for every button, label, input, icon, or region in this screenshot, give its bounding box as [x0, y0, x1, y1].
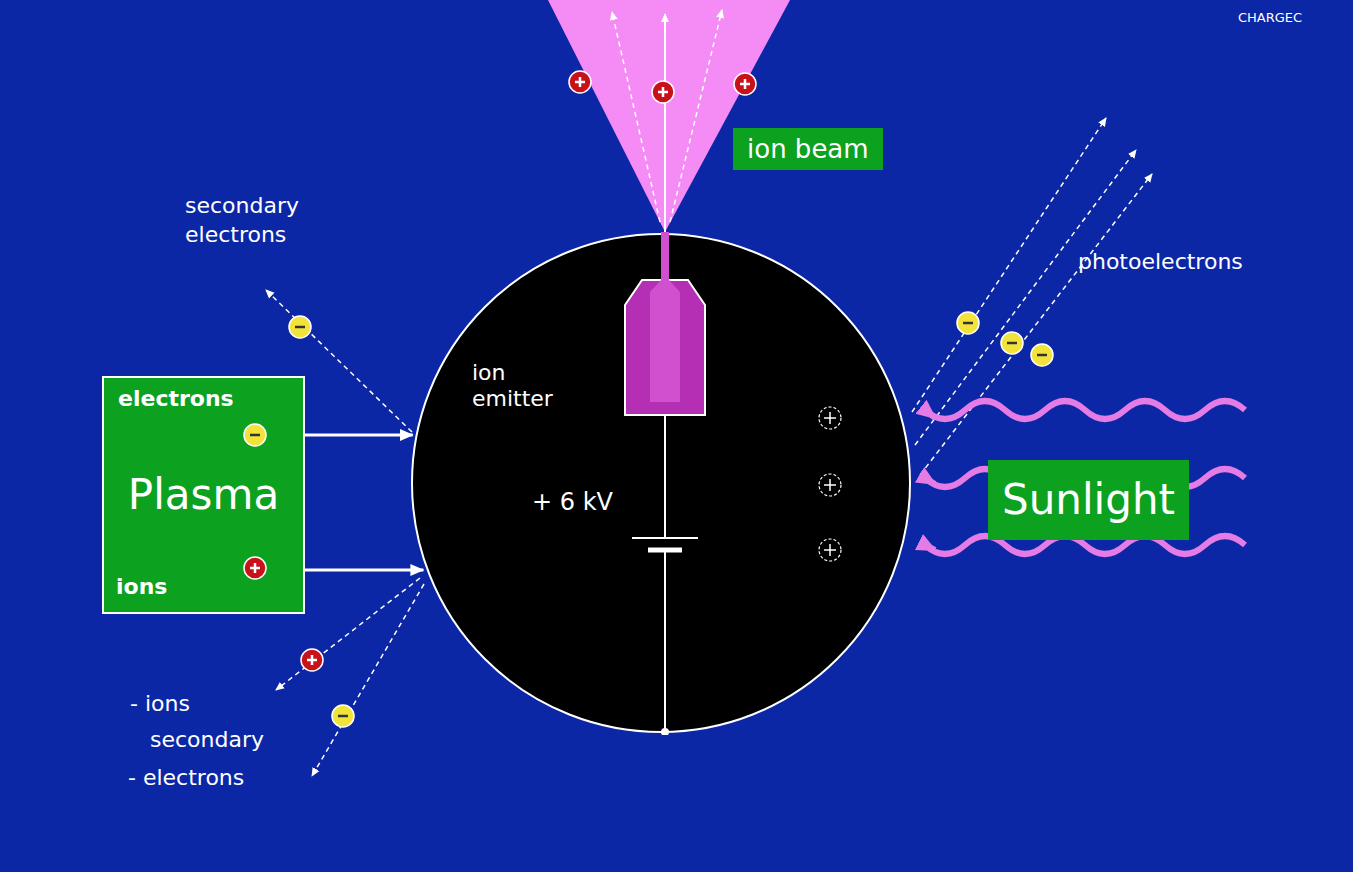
positive-charge [829, 544, 831, 556]
trajectory-line [920, 174, 1152, 475]
ground-dot [661, 728, 669, 735]
flow-arrow [305, 569, 423, 572]
plasma-box: electronsPlasma ions [102, 376, 305, 614]
box-label: ion beam [747, 132, 869, 166]
label-box: ion beam [733, 128, 883, 170]
body-outline [410, 232, 912, 735]
ion-emitter [650, 280, 680, 402]
particle-label: secondary [150, 726, 264, 755]
watermark: CHARGEC [1238, 10, 1302, 26]
positive-charge [819, 474, 841, 496]
beam-line [664, 14, 666, 232]
voltage-label: + 6 kV [532, 488, 613, 516]
positive-charge [829, 479, 831, 491]
beam-line [670, 10, 722, 222]
label-box: Sunlight [988, 460, 1189, 540]
trajectory-line [312, 584, 424, 776]
spacecraft-body: ion emitter + 6 kV [410, 232, 912, 735]
trajectory-line [915, 150, 1136, 445]
wire [664, 550, 666, 732]
wire [664, 415, 666, 538]
electron-particle [289, 316, 311, 338]
ion-beam-cone [548, 0, 790, 232]
positive-charge [819, 407, 841, 429]
box-title: Plasma [104, 470, 303, 519]
box-title: Sunlight [1002, 464, 1175, 536]
particle-label: photoelectrons [1078, 248, 1243, 277]
electron-particle [244, 424, 266, 446]
electron-particle [1001, 332, 1023, 354]
ion-particle [244, 557, 266, 579]
electron-particle [332, 705, 354, 727]
ion-emitter [625, 280, 705, 415]
positive-charge [829, 412, 831, 424]
battery-symbol [632, 537, 698, 539]
positive-charge [819, 539, 841, 561]
emitter-needle [661, 232, 669, 282]
ion-particle [301, 649, 323, 671]
ion-particle [569, 71, 591, 93]
box-label: ions [116, 574, 167, 599]
electron-particle [957, 312, 979, 334]
box-label: electrons [118, 386, 234, 411]
particle-label: secondary electrons [185, 192, 360, 249]
sunlight-waves [925, 401, 1245, 554]
part-label: ion emitter [472, 360, 567, 412]
electron-particle [1031, 344, 1053, 366]
flow-arrow [305, 434, 413, 437]
trajectory-line [912, 118, 1106, 412]
particle-label: - electrons [128, 764, 244, 793]
particle-label: - ions [130, 690, 190, 719]
ion-particle [734, 73, 756, 95]
ion-particle [652, 81, 674, 103]
beam-line [612, 12, 660, 222]
